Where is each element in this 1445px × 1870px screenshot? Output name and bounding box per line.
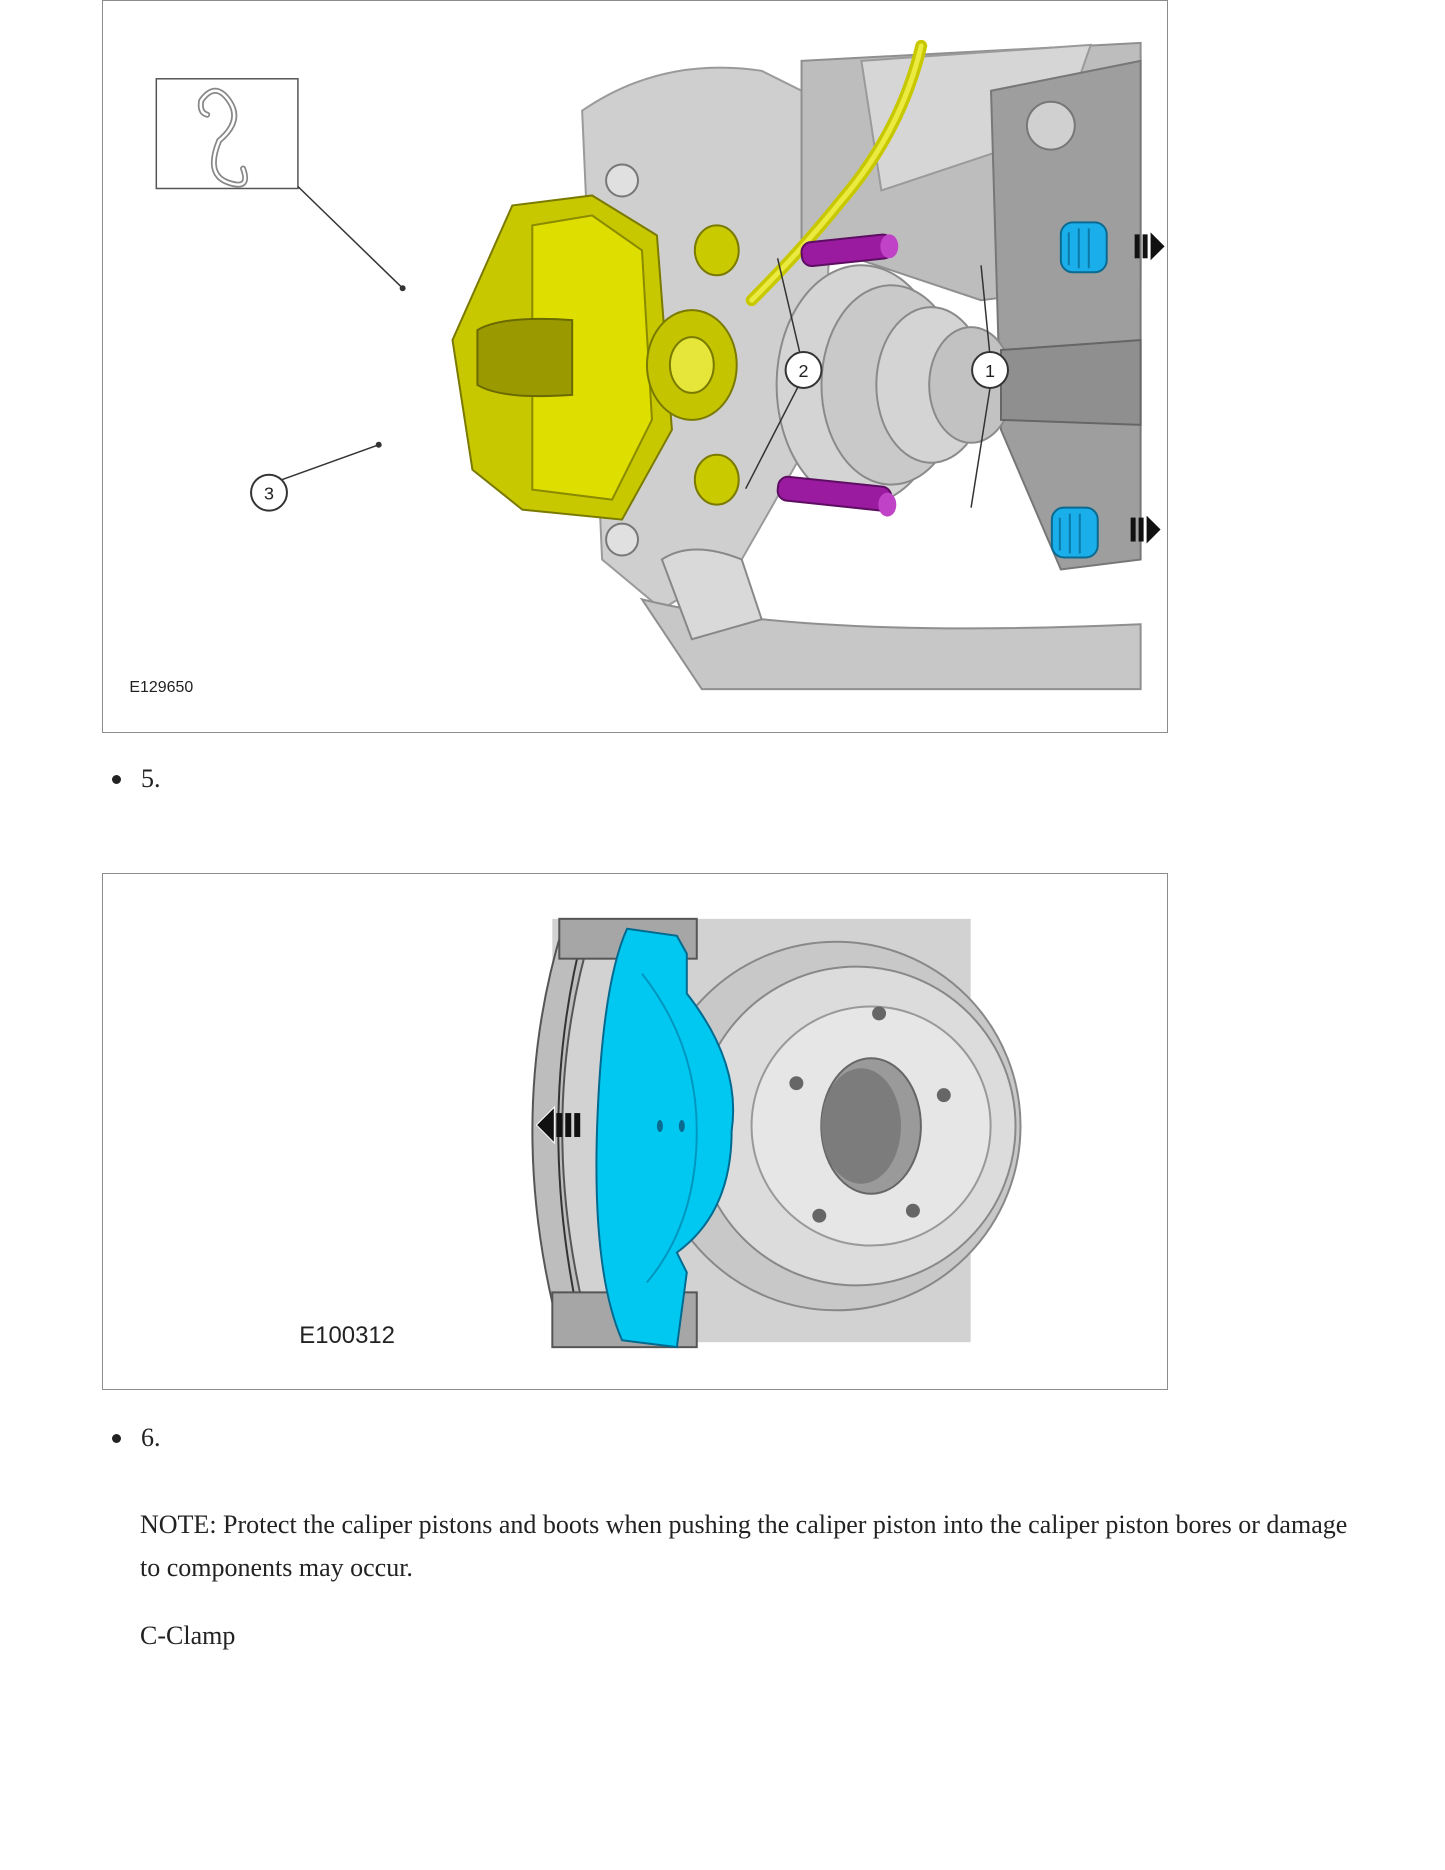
svg-text:2: 2: [799, 361, 809, 381]
dust-cap-upper: [1059, 221, 1108, 274]
step-5: 5.: [112, 764, 161, 794]
figure-id: E129650: [129, 679, 193, 696]
figure-id: E100312: [299, 1322, 395, 1349]
arrow-right-icon: [1134, 232, 1165, 261]
step-6: 6.: [112, 1423, 161, 1453]
dust-cap-lower: [1050, 506, 1099, 559]
tool-name: C-Clamp: [140, 1621, 236, 1650]
guide-pin-upper: [800, 233, 899, 268]
guide-pin-lower: [776, 475, 897, 517]
bullet: [112, 1433, 121, 1443]
step-number: 5.: [141, 764, 161, 793]
callout-1: 1: [971, 351, 1009, 389]
s-hook-icon: [155, 78, 299, 190]
svg-text:1: 1: [985, 361, 995, 381]
figure-brake-pad: E100312: [102, 873, 1168, 1390]
svg-text:3: 3: [264, 484, 274, 504]
arrow-left-icon: [535, 1105, 581, 1145]
caliper-illustration: 1 2 3 E129650: [129, 39, 1165, 696]
callout-3: 3: [250, 473, 288, 512]
note-text: NOTE: Protect the caliper pistons and bo…: [140, 1510, 1348, 1582]
brake-pad-illustration: E100312: [299, 917, 1022, 1349]
step-number: 6.: [141, 1423, 161, 1452]
bullet: [112, 774, 121, 784]
figure-caliper-removal: 1 2 3 E129650: [102, 0, 1168, 733]
brake-pad: [595, 927, 735, 1349]
callout-2: 2: [784, 351, 823, 389]
arrow-right-icon: [1130, 515, 1161, 544]
